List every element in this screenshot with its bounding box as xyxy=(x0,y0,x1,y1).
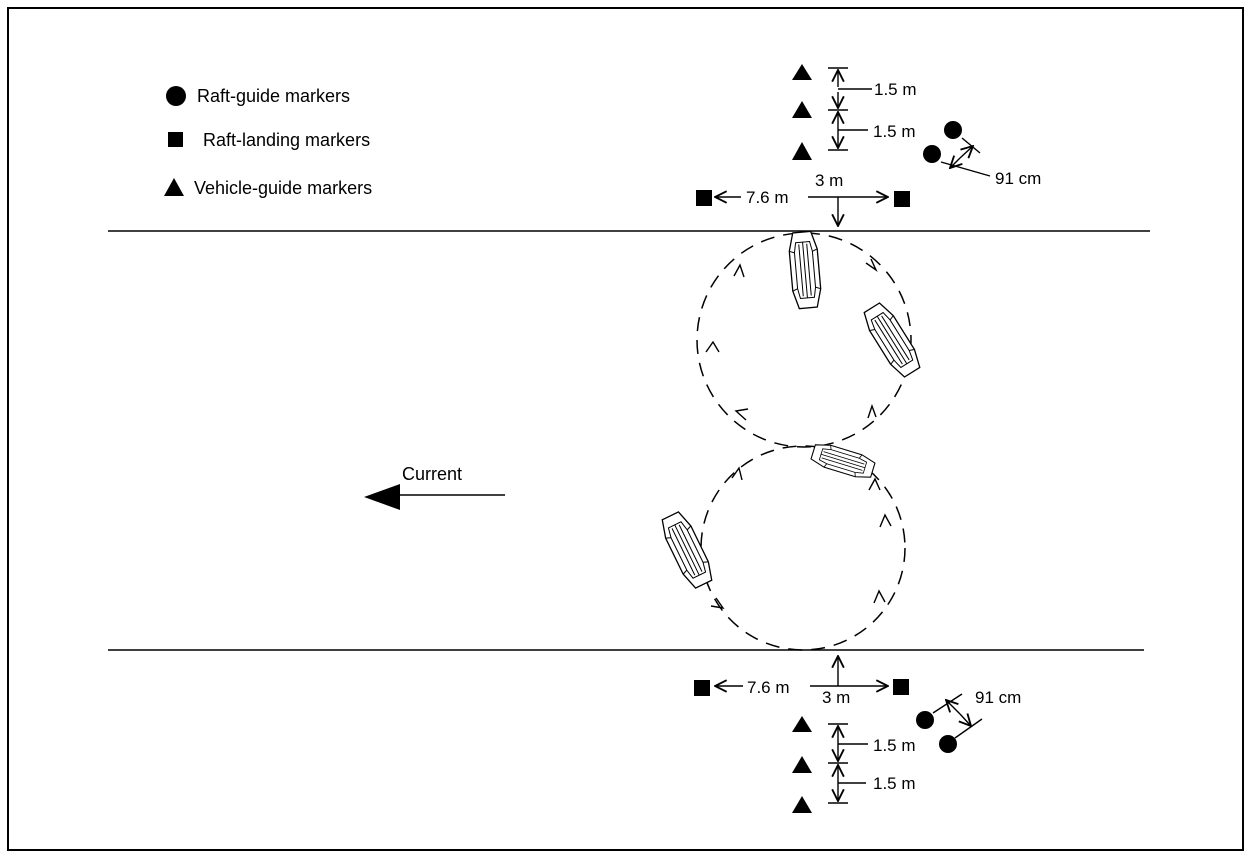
raft-guide-marker-icon xyxy=(923,145,941,163)
direction-arrow-icon xyxy=(705,340,720,353)
upper-dashed-circle xyxy=(696,232,912,448)
top-spacing-1-label: 1.5 m xyxy=(874,80,917,99)
current-indicator: Current xyxy=(364,464,505,510)
direction-arrow-icon xyxy=(867,403,877,419)
raft-guide-marker-icon xyxy=(944,121,962,139)
vehicle-guide-marker-icon xyxy=(164,178,184,196)
raft-guide-marker-icon xyxy=(166,86,186,106)
direction-arrow-icon xyxy=(731,466,743,481)
raft-icon xyxy=(859,299,925,381)
bottom-spacing-1-label: 1.5 m xyxy=(873,736,916,755)
vehicle-guide-marker-icon xyxy=(792,716,812,732)
direction-arrow-icon xyxy=(734,408,749,421)
raft-landing-marker-icon xyxy=(168,132,183,147)
bottom-offset-label: 3 m xyxy=(822,688,850,707)
raft-circuit-paths xyxy=(696,232,912,651)
legend-raft-guide-label: Raft-guide markers xyxy=(197,86,350,106)
direction-arrow-icon xyxy=(873,589,886,604)
raft-icon xyxy=(787,230,823,310)
current-arrow-icon xyxy=(364,484,400,510)
raft-landing-marker-icon xyxy=(696,190,712,206)
current-label: Current xyxy=(402,464,462,484)
vehicle-guide-marker-icon xyxy=(792,101,812,118)
bottom-bank-markers: 7.6 m 3 m 91 cm 1.5 m 1.5 m xyxy=(694,656,1021,813)
vehicle-guide-marker-icon xyxy=(792,64,812,80)
direction-arrow-icon xyxy=(710,597,725,609)
raft-icon xyxy=(657,509,717,591)
outer-border xyxy=(7,7,1244,851)
top-bank-markers: 1.5 m 1.5 m 7.6 m 3 m 91 cm xyxy=(696,64,1041,226)
raft-guide-marker-icon xyxy=(916,711,934,729)
top-landing-width-label: 7.6 m xyxy=(746,188,789,207)
legend-vehicle-guide-label: Vehicle-guide markers xyxy=(194,178,372,198)
vehicle-guide-marker-icon xyxy=(792,796,812,813)
raft-guide-marker-icon xyxy=(939,735,957,753)
raft-landing-marker-icon xyxy=(894,191,910,207)
top-offset-label: 3 m xyxy=(815,171,843,190)
lower-dashed-circle xyxy=(700,445,906,651)
top-guide-gap-label: 91 cm xyxy=(995,169,1041,188)
vehicle-guide-marker-icon xyxy=(792,756,812,773)
legend: Raft-guide markers Raft-landing markers … xyxy=(164,86,372,198)
direction-arrow-icon xyxy=(868,477,881,491)
vehicle-guide-marker-icon xyxy=(792,142,812,160)
top-spacing-2-label: 1.5 m xyxy=(873,122,916,141)
bottom-guide-gap-label: 91 cm xyxy=(975,688,1021,707)
bottom-spacing-2-label: 1.5 m xyxy=(873,774,916,793)
raft-icon xyxy=(809,440,877,482)
raft-landing-marker-icon xyxy=(694,680,710,696)
direction-arrow-icon xyxy=(865,258,878,273)
direction-arrow-icon xyxy=(733,263,745,278)
legend-raft-landing-label: Raft-landing markers xyxy=(203,130,370,150)
bottom-landing-width-label: 7.6 m xyxy=(747,678,790,697)
raft-landing-marker-icon xyxy=(893,679,909,695)
direction-arrow-icon xyxy=(879,513,892,528)
